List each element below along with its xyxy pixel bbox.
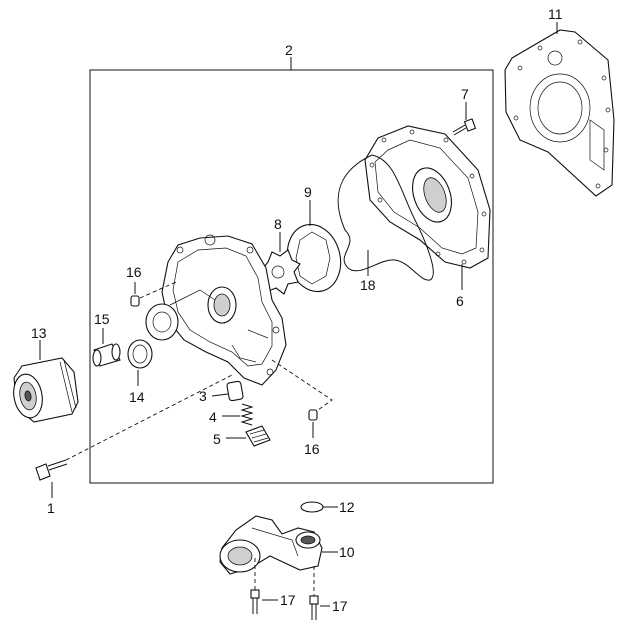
callout-14: 14: [129, 389, 145, 405]
callout-10: 10: [339, 544, 355, 560]
callout-17-right: 17: [332, 598, 348, 614]
part-17-bolt-left: [250, 589, 260, 614]
part-16-dowel-upper: [130, 295, 140, 307]
callout-5: 5: [213, 431, 221, 447]
callout-16-lower: 16: [304, 441, 320, 457]
callout-11: 11: [548, 6, 563, 22]
callout-17-left: 17: [280, 592, 296, 608]
callout-15: 15: [94, 311, 110, 327]
callout-16-upper: 16: [126, 264, 142, 280]
callout-2: 2: [285, 42, 293, 58]
part-7-bolt: [452, 118, 477, 136]
part-14-seal-ring: [127, 339, 153, 369]
part-16-dowel-lower: [308, 409, 318, 421]
callout-13: 13: [31, 325, 47, 341]
callout-6: 6: [456, 293, 464, 309]
callout-7: 7: [461, 86, 469, 102]
part-3-plunger: [226, 380, 244, 402]
callout-3: 3: [199, 388, 207, 404]
part-12-o-ring: [300, 501, 324, 513]
part-6-cover-plate: [364, 125, 491, 269]
callout-1: 1: [47, 500, 55, 516]
part-1-bolt: [35, 459, 68, 481]
part-13-oil-filter: [13, 357, 79, 423]
part-5-plug: [245, 425, 271, 447]
part-18-seal: [337, 154, 434, 281]
part-15-bushing: [92, 343, 121, 367]
part-17-bolt-right: [309, 595, 319, 620]
part-11-gasket-plate: [504, 29, 615, 197]
oil-pump-housing: [145, 234, 287, 386]
part-4-spring: [240, 403, 254, 426]
callout-8: 8: [274, 216, 282, 232]
callout-18: 18: [360, 277, 376, 293]
callout-12: 12: [339, 499, 355, 515]
part-10-oil-strainer: [219, 515, 323, 575]
callout-4: 4: [209, 409, 217, 425]
callout-9: 9: [304, 184, 312, 200]
